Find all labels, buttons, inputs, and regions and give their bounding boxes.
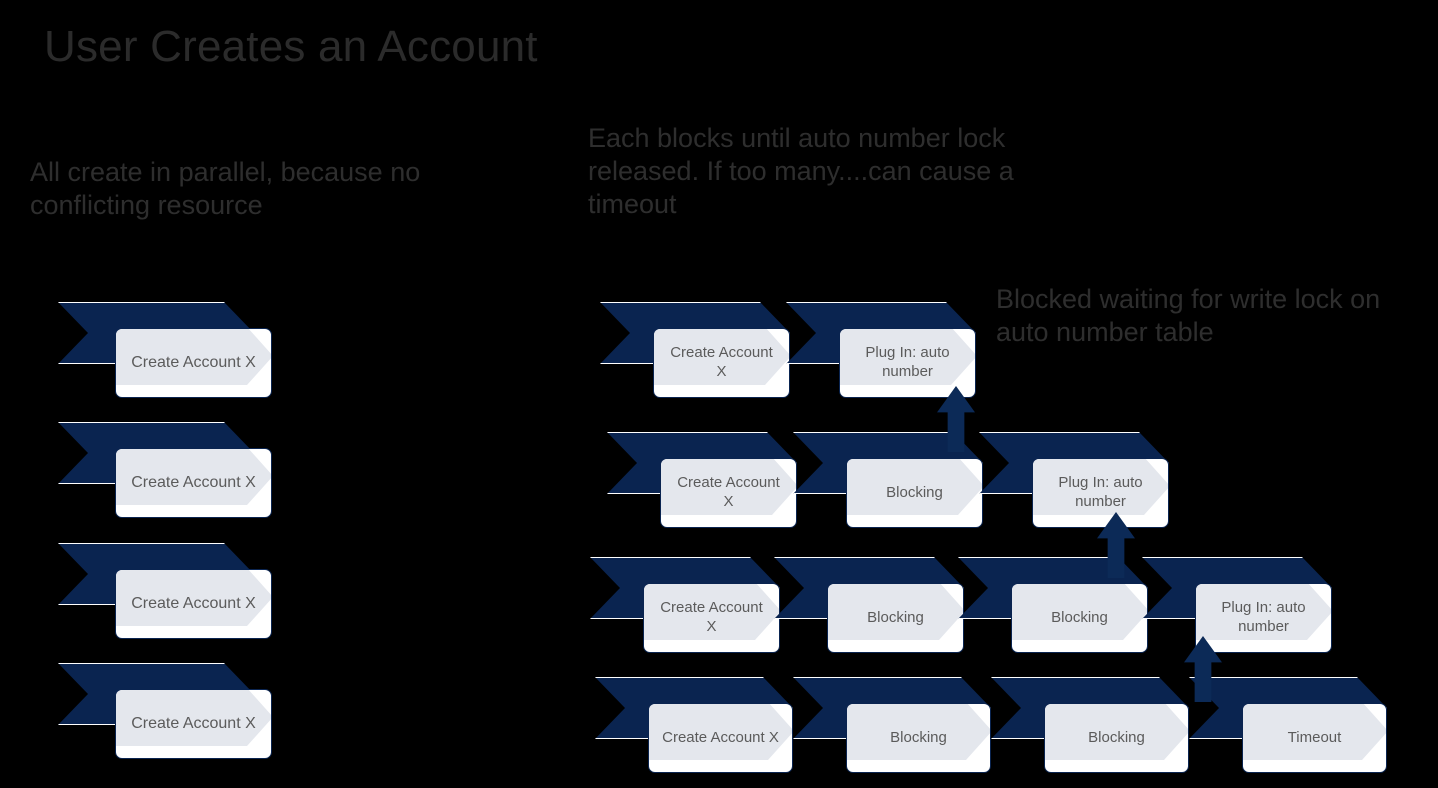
page-title: User Creates an Account — [44, 22, 538, 71]
step-label: Timeout — [1287, 728, 1342, 746]
step-card[interactable]: Create Account X — [115, 328, 272, 398]
step-create-account[interactable]: Create Account X — [590, 557, 780, 653]
note-blocked-waiting-for-write-lock: Blocked waiting for write lock on auto n… — [996, 284, 1381, 347]
step-card[interactable]: Create Account X — [648, 703, 793, 773]
step-card[interactable]: Create Account X — [660, 458, 797, 528]
step-card[interactable]: Plug In: auto number — [1195, 583, 1332, 653]
note-all-create-in-parallel: All create in parallel, because no confl… — [30, 157, 421, 220]
step-label: Create Account X — [662, 728, 779, 746]
step-label: Create Account X — [660, 599, 763, 635]
step-card[interactable]: Create Account X — [115, 448, 272, 518]
step-card[interactable]: Create Account X — [643, 583, 780, 653]
left-flow-row-3: Create Account X — [58, 543, 288, 639]
step-card[interactable]: Create Account X — [115, 569, 272, 639]
step-card[interactable]: Blocking — [1044, 703, 1189, 773]
step-blocking[interactable]: Blocking — [774, 557, 964, 653]
step-create-account[interactable]: Create Account X — [600, 302, 790, 398]
step-card[interactable]: Create Account X — [115, 689, 272, 759]
right-flow-row-4: Create Account X Blocking Blocking Timeo… — [595, 677, 1395, 773]
step-card[interactable]: Timeout — [1242, 703, 1387, 773]
step-label: Blocking — [867, 608, 924, 626]
step-create-account[interactable]: Create Account X — [607, 432, 797, 528]
step-create-account[interactable]: Create Account X — [58, 422, 272, 518]
right-flow-row-2: Create Account X Blocking Plug In: auto … — [607, 432, 1177, 528]
step-plugin-auto-number[interactable]: Plug In: auto number — [1142, 557, 1332, 653]
step-label: Blocking — [1088, 728, 1145, 746]
step-label: Blocking — [890, 728, 947, 746]
step-blocking[interactable]: Blocking — [991, 677, 1189, 773]
step-create-account[interactable]: Create Account X — [58, 302, 272, 398]
step-label: Create Account X — [131, 354, 256, 371]
step-card[interactable]: Blocking — [1011, 583, 1148, 653]
right-flow-row-1: Create Account X Plug In: auto number — [600, 302, 1000, 398]
step-plugin-auto-number[interactable]: Plug In: auto number — [979, 432, 1169, 528]
step-card[interactable]: Plug In: auto number — [839, 328, 976, 398]
step-card[interactable]: Blocking — [846, 703, 991, 773]
step-blocking[interactable]: Blocking — [958, 557, 1148, 653]
step-label: Create Account X — [677, 474, 780, 510]
step-label: Create Account X — [131, 474, 256, 491]
left-flow-row-2: Create Account X — [58, 422, 288, 518]
step-card[interactable]: Create Account X — [653, 328, 790, 398]
step-card[interactable]: Blocking — [846, 458, 983, 528]
step-label: Plug In: auto number — [1058, 474, 1143, 510]
step-create-account[interactable]: Create Account X — [595, 677, 793, 773]
step-label: Create Account X — [131, 595, 256, 612]
step-label: Blocking — [1051, 608, 1108, 626]
step-plugin-auto-number[interactable]: Plug In: auto number — [786, 302, 976, 398]
left-flow-row-1: Create Account X — [58, 302, 288, 398]
step-label: Create Account X — [670, 344, 773, 380]
step-timeout[interactable]: Timeout — [1189, 677, 1387, 773]
left-flow-row-4: Create Account X — [58, 663, 288, 759]
note-each-blocks-until-lock-released: Each blocks until auto number lock relea… — [588, 123, 1014, 219]
step-card[interactable]: Blocking — [827, 583, 964, 653]
step-blocking[interactable]: Blocking — [793, 677, 991, 773]
step-label: Create Account X — [131, 715, 256, 732]
step-label: Blocking — [886, 483, 943, 501]
step-card[interactable]: Plug In: auto number — [1032, 458, 1169, 528]
step-label: Plug In: auto number — [1221, 599, 1306, 635]
step-create-account[interactable]: Create Account X — [58, 663, 272, 759]
step-create-account[interactable]: Create Account X — [58, 543, 272, 639]
right-flow-row-3: Create Account X Blocking Blocking Plug … — [590, 557, 1335, 653]
step-label: Plug In: auto number — [865, 344, 950, 380]
